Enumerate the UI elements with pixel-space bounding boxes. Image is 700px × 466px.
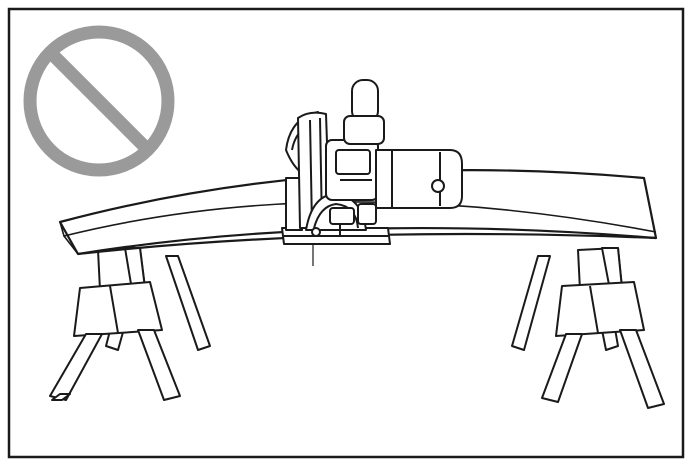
sawhorse-icon (511, 247, 665, 409)
circular-saw-icon (281, 79, 463, 245)
prohibited-icon (23, 25, 175, 177)
